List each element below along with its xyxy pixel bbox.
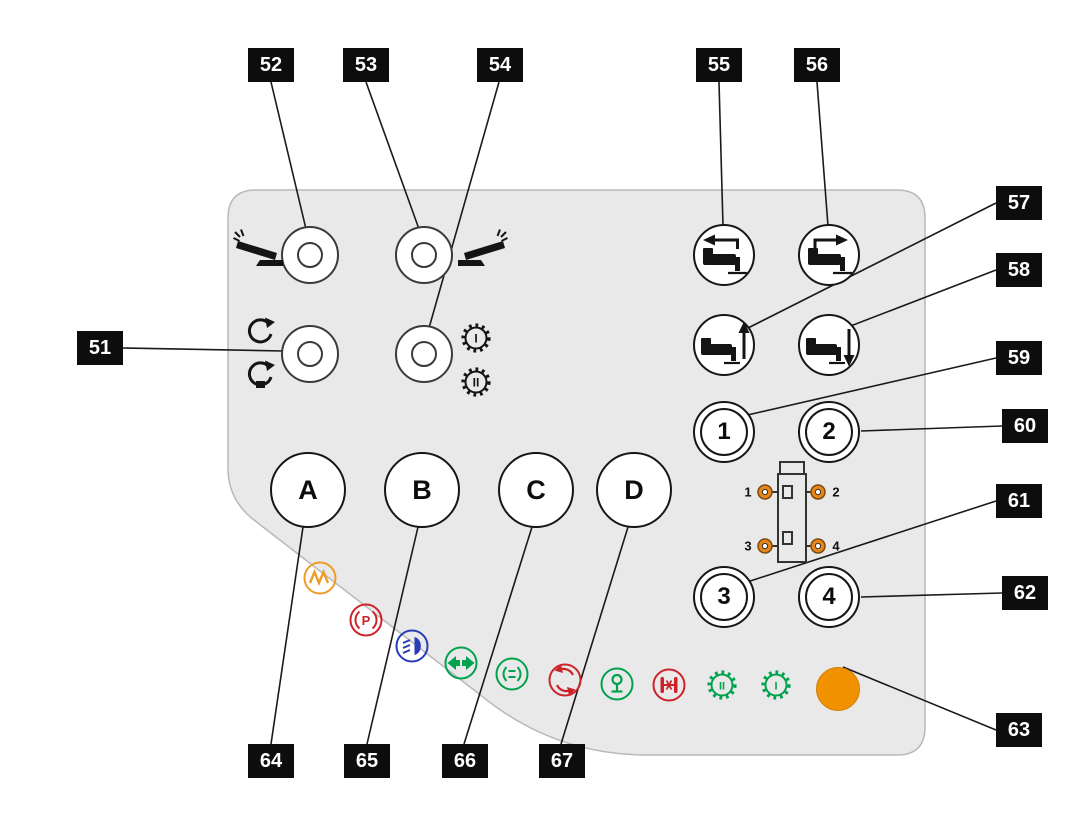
valve-2-label: 2 [805,408,853,456]
valve-4-button[interactable]: 4 [798,566,860,628]
knob-tipping-1[interactable] [281,226,339,284]
callout-56: 56 [794,48,840,82]
knob-cap [411,242,437,268]
callout-65: 65 [344,744,390,778]
callout-60: 60 [1002,409,1048,443]
outrigger-lower-button[interactable] [798,314,860,376]
glow-plug-indicator [303,561,337,595]
parking-brake-indicator: P [349,603,383,637]
callout-54: 54 [477,48,523,82]
orange-round-button[interactable] [816,667,860,711]
valve-1-label: 1 [700,408,748,456]
callout-57: 57 [996,186,1042,220]
valve-3-button[interactable]: 3 [693,566,755,628]
program-b-label: B [412,474,432,505]
callout-62: 62 [1002,576,1048,610]
knob-gear-range[interactable] [395,325,453,383]
outrigger-raise-icon [701,321,750,365]
gear-1-indicator: I [761,670,791,700]
program-a-button[interactable]: A [270,452,346,528]
valve-2-button[interactable]: 2 [798,401,860,463]
outrigger-retract-button[interactable] [693,224,755,286]
callout-64: 64 [248,744,294,778]
knob-cap [297,242,323,268]
valve-3-label: 3 [700,573,748,621]
knob-cap [411,341,437,367]
outrigger-extend-button[interactable] [798,224,860,286]
callout-63: 63 [996,713,1042,747]
coupler-port-2-label: 2 [832,485,839,500]
coupler-port-3-label: 3 [744,539,751,554]
coupler-ports [757,484,826,554]
gear-2-indicator: II [707,670,737,700]
program-a-label: A [298,474,318,505]
gear-1-indicator-label: I [774,681,777,693]
gear-1-label: I [474,332,477,346]
leader-lines [122,81,1003,745]
outrigger-extend-icon [808,234,852,275]
parking-brake-letter: P [362,613,371,628]
hitch-indicator [600,667,634,701]
callout-67: 67 [539,744,585,778]
gear-2-icon: II [461,367,491,397]
differential-lock-indicator [652,668,686,702]
outrigger-retract-icon [703,234,747,275]
callout-66: 66 [442,744,488,778]
rotation-indicator [548,663,582,697]
valve-1-button[interactable]: 1 [693,401,755,463]
tip-right-icon [458,229,508,266]
headlight-indicator [395,629,429,663]
coupler-port-1-label: 1 [744,485,751,500]
valve-4-label: 4 [805,573,853,621]
callout-55: 55 [696,48,742,82]
gear-2-label: II [473,376,480,390]
knob-tipping-2[interactable] [395,226,453,284]
tip-left-icon [233,229,283,266]
callout-61: 61 [996,484,1042,518]
program-c-label: C [526,474,546,505]
program-b-button[interactable]: B [384,452,460,528]
hydraulic-coupler-diagram: 1 2 3 4 [744,461,840,563]
coupler-port-4-label: 4 [832,539,840,554]
outrigger-raise-button[interactable] [693,314,755,376]
turn-signal-indicator [444,646,478,680]
outrigger-lower-icon [806,329,855,367]
callout-59: 59 [996,341,1042,375]
callout-58: 58 [996,253,1042,287]
callout-52: 52 [248,48,294,82]
callout-53: 53 [343,48,389,82]
callout-51: 51 [77,331,123,365]
work-light-indicator [495,657,529,691]
gear-2-indicator-label: II [719,681,725,693]
knob-rotation[interactable] [281,325,339,383]
gear-1-icon: I [461,323,491,353]
program-d-label: D [624,474,644,505]
knob-cap [297,341,323,367]
program-d-button[interactable]: D [596,452,672,528]
rotate-icon [247,317,275,344]
rotate-lock-icon [247,360,275,388]
program-c-button[interactable]: C [498,452,574,528]
